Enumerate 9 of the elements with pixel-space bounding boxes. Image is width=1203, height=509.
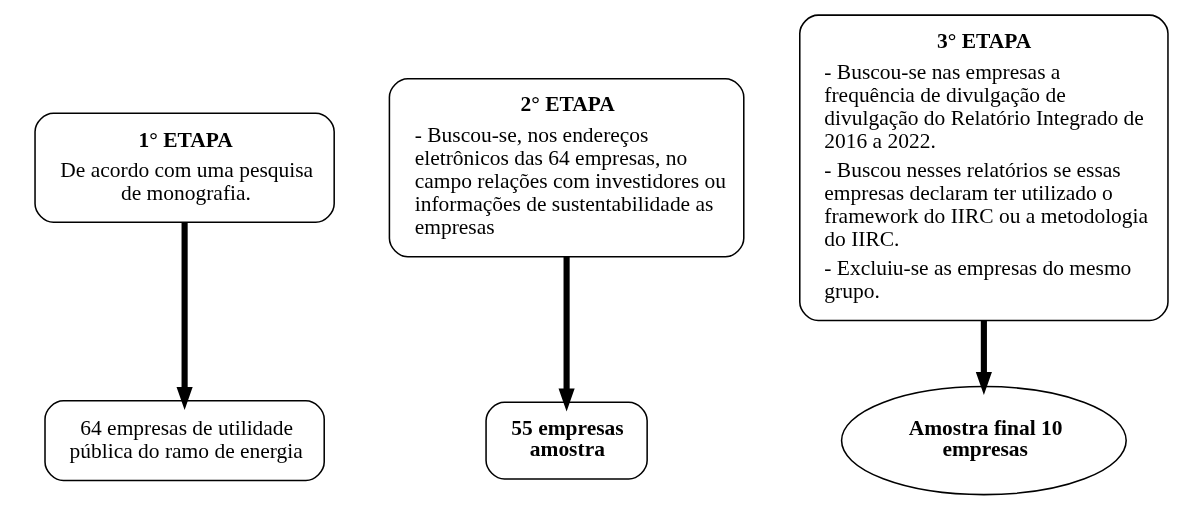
node-box: 2° ETAPA - Buscou-se, nos endereços eletrônicos das 64 empresas, no campo relações com investidores ou informações de sustentabilidade as empresas [388, 77, 745, 258]
node-box: 3° ETAPA - Buscou-se nas empresas a frequência de divulgação de divulgação do Relatório Integrado de 2016 a 2022. - Buscou nesses relatórios se essas empresas declaram ter utilizado o framework do IIRC ou a metodologia do IIRC. - Excluiu-se as empresas do mesmo grupo. [799, 13, 1169, 321]
node-box: 64 empresas de utilidade pública do ramo de energia [44, 399, 325, 481]
arrow [176, 222, 193, 410]
arrow [975, 320, 992, 395]
node-ellipse: Amostra final 10 empresas [840, 385, 1127, 495]
node-box: 1° ETAPA De acordo com uma pesquisa de monografia. [34, 112, 335, 223]
node-box: 55 empresas amostra [485, 401, 648, 480]
arrow [558, 256, 575, 411]
